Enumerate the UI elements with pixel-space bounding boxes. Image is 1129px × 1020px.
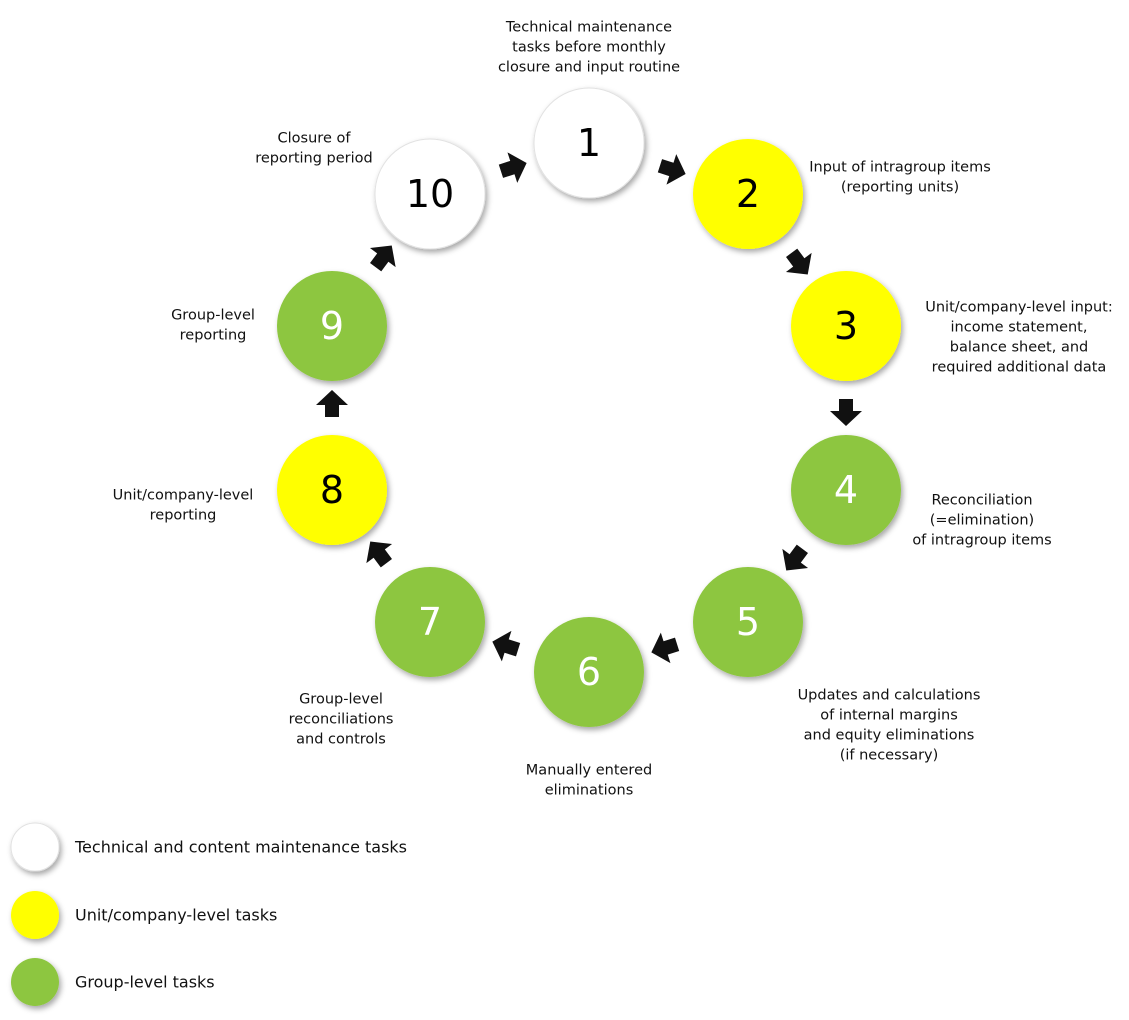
arrow-6-to-7-icon xyxy=(492,630,521,662)
step-number-8: 8 xyxy=(320,468,344,512)
step-label-2-line-1: Input of intragroup items xyxy=(809,160,991,176)
step-circle-4 xyxy=(791,435,901,545)
step-label-10: Closure of reporting period xyxy=(255,131,373,167)
step-label-8: Unit/company-level reporting xyxy=(113,488,254,524)
step-label-5-line-2: of internal margins xyxy=(820,708,958,724)
step-label-3-line-3: balance sheet, and xyxy=(950,340,1088,356)
arrow-5-to-6-icon xyxy=(651,632,680,664)
step-circle-8 xyxy=(277,435,387,545)
step-node-10: 10 xyxy=(374,138,486,250)
step-node-5: 5 xyxy=(693,567,803,677)
step-node-1: 1 xyxy=(533,87,645,199)
step-number-9: 9 xyxy=(320,304,344,348)
step-label-7-line-1: Group-level xyxy=(299,692,383,708)
step-number-7: 7 xyxy=(418,600,442,644)
step-label-4-line-1: Reconciliation xyxy=(931,493,1032,509)
step-node-6: 6 xyxy=(534,617,644,727)
step-node-3: 3 xyxy=(791,271,901,381)
step-number-5: 5 xyxy=(736,600,760,644)
step-node-7: 7 xyxy=(375,567,485,677)
step-circle-7 xyxy=(375,567,485,677)
step-label-2: Input of intragroup items (reporting unit… xyxy=(809,160,991,196)
arrow-9-to-10-icon xyxy=(369,245,396,272)
step-label-6: Manually entered eliminations xyxy=(526,763,652,799)
step-label-6-line-2: eliminations xyxy=(545,783,634,799)
step-number-4: 4 xyxy=(834,468,858,512)
step-node-8: 8 xyxy=(277,435,387,545)
legend-item-2: Unit/company-level tasks xyxy=(11,891,277,939)
legend-label-1: Technical and content maintenance tasks xyxy=(74,838,407,857)
step-label-7-line-2: reconciliations xyxy=(289,712,394,728)
step-circle-9 xyxy=(277,271,387,381)
step-number-1: 1 xyxy=(577,121,601,165)
step-number-2: 2 xyxy=(736,172,760,216)
step-circle-10 xyxy=(374,138,486,250)
step-label-7: Group-level reconciliations and controls xyxy=(289,692,394,748)
arrow-8-to-9-icon xyxy=(316,390,348,417)
step-label-10-line-2: reporting period xyxy=(255,151,373,167)
step-label-4-line-2: (=elimination) xyxy=(930,513,1034,529)
legend-item-3: Group-level tasks xyxy=(11,958,215,1006)
step-label-7-line-3: and controls xyxy=(296,732,386,748)
arrow-7-to-8-icon xyxy=(366,541,393,568)
step-label-3: Unit/company-level input: income statemen… xyxy=(925,300,1112,376)
cycle-arrows xyxy=(316,152,862,664)
step-circle-6 xyxy=(534,617,644,727)
step-label-9-line-1: Group-level xyxy=(171,308,255,324)
step-label-1-line-2: tasks before monthly xyxy=(512,40,666,56)
step-circle-1 xyxy=(533,87,645,199)
step-label-1: Technical maintenance tasks before monthl… xyxy=(498,20,680,76)
step-label-10-line-1: Closure of xyxy=(278,131,352,147)
arrow-3-to-4-icon xyxy=(830,399,862,426)
step-label-2-line-2: (reporting units) xyxy=(841,180,959,196)
legend-swatch-yellow xyxy=(11,891,59,939)
arrow-4-to-5-icon xyxy=(782,544,809,571)
step-label-5-line-4: (if necessary) xyxy=(840,748,939,764)
step-number-3: 3 xyxy=(834,304,858,348)
step-label-8-line-1: Unit/company-level xyxy=(113,488,254,504)
step-labels: Technical maintenance tasks before monthl… xyxy=(113,20,1113,799)
legend-label-3: Group-level tasks xyxy=(75,973,215,992)
legend-swatch-green xyxy=(11,958,59,1006)
step-number-6: 6 xyxy=(577,650,601,694)
step-label-1-line-1: Technical maintenance xyxy=(505,20,672,36)
step-circle-2 xyxy=(693,139,803,249)
legend-swatch-white xyxy=(10,822,60,872)
step-number-10: 10 xyxy=(406,172,454,216)
arrow-10-to-1-icon xyxy=(498,152,527,183)
arrow-2-to-3-icon xyxy=(785,248,812,275)
step-label-9: Group-level reporting xyxy=(171,308,255,344)
step-label-5-line-3: and equity eliminations xyxy=(804,728,975,744)
cycle-nodes: 1 2 3 4 5 6 7 8 9 10 xyxy=(277,87,901,727)
arrow-1-to-2-icon xyxy=(657,154,686,185)
step-label-5: Updates and calculations of internal marg… xyxy=(798,688,981,764)
step-label-6-line-1: Manually entered xyxy=(526,763,652,779)
step-label-3-line-2: income statement, xyxy=(951,320,1088,336)
step-label-3-line-1: Unit/company-level input: xyxy=(925,300,1112,316)
step-label-5-line-1: Updates and calculations xyxy=(798,688,981,704)
step-label-8-line-2: reporting xyxy=(150,508,217,524)
legend-label-2: Unit/company-level tasks xyxy=(75,906,277,925)
legend: Technical and content maintenance tasksU… xyxy=(10,822,407,1006)
step-label-3-line-4: required additional data xyxy=(932,360,1107,376)
step-label-4: Reconciliation (=elimination) of intragrou… xyxy=(912,493,1051,549)
step-node-9: 9 xyxy=(277,271,387,381)
step-label-1-line-3: closure and input routine xyxy=(498,60,680,76)
step-label-9-line-2: reporting xyxy=(180,328,247,344)
step-node-2: 2 xyxy=(693,139,803,249)
legend-item-1: Technical and content maintenance tasks xyxy=(10,822,407,872)
step-node-4: 4 xyxy=(791,435,901,545)
step-label-4-line-3: of intragroup items xyxy=(912,533,1051,549)
step-circle-5 xyxy=(693,567,803,677)
step-circle-3 xyxy=(791,271,901,381)
